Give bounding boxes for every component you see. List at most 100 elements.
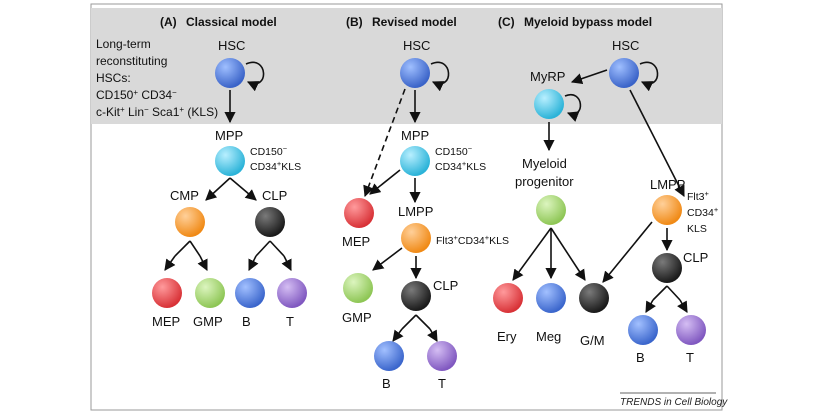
c-myrp-cell	[534, 89, 564, 119]
c-clp-to-t-arrow	[677, 299, 688, 313]
b-lmpp-marker: Flt3+CD34+KLS	[436, 233, 509, 248]
b-mpp-to-mep-arrow	[369, 169, 401, 195]
b-mep-label: MEP	[342, 234, 370, 249]
c-lmpp-cell	[652, 195, 682, 225]
a-clp-cell	[255, 207, 285, 237]
b-lmpp-label: LMPP	[398, 204, 433, 219]
c-lmpp-marker-line1: Flt3+	[687, 189, 710, 204]
c-clp-branch-left	[652, 285, 668, 301]
a-b-cell	[235, 278, 265, 308]
b-mpp-marker-line2: CD34+KLS	[435, 159, 486, 174]
panel-b-title: Revised model	[372, 15, 457, 29]
b-mep-cell	[344, 198, 374, 228]
a-mep-label: MEP	[152, 314, 180, 329]
c-hsc-self-renew-arrow	[639, 61, 659, 92]
c-t-label: T	[686, 350, 694, 365]
a-cmp-branch-left	[174, 240, 191, 257]
panel-a-title: Classical model	[186, 15, 277, 29]
b-mpp-marker-line1: CD150−	[435, 144, 473, 159]
c-t-cell	[676, 315, 706, 345]
c-b-label: B	[636, 350, 645, 365]
c-myeloid-cell	[536, 195, 566, 225]
c-clp-branch-right	[666, 285, 681, 301]
c-myrp-self-renew-arrow	[564, 93, 582, 122]
journal-credit: TRENDS in Cell Biology	[620, 397, 728, 408]
a-cmp-label: CMP	[170, 188, 199, 203]
a-hsc-cell	[215, 58, 245, 88]
a-mpp-to-clp-arrow	[229, 177, 257, 201]
a-mep-cell	[152, 278, 182, 308]
c-lmpp-marker-line3: KLS	[687, 223, 707, 235]
b-gmp-label: GMP	[342, 310, 372, 325]
b-b-label: B	[382, 376, 391, 391]
c-myeloid-to-gm-arrow	[550, 227, 586, 281]
a-mpp-label: MPP	[215, 128, 243, 143]
c-myeloid-label-line2: progenitor	[515, 174, 574, 189]
c-ery-cell	[493, 283, 523, 313]
b-clp-cell	[401, 281, 431, 311]
a-clp-label: CLP	[262, 188, 287, 203]
b-t-cell	[427, 341, 457, 371]
a-mpp-marker-line2: CD34+KLS	[250, 159, 301, 174]
a-mpp-cell	[215, 146, 245, 176]
b-hsc-cell	[400, 58, 430, 88]
b-clp-branch-right	[415, 314, 431, 330]
c-hsc-cell	[609, 58, 639, 88]
b-clp-to-b-arrow	[392, 328, 404, 342]
lt-hsc-line5: c-Kit+ Lin− Sca1+ (KLS)	[96, 105, 218, 120]
b-hsc-to-mep-dashed-arrow	[363, 88, 406, 198]
b-clp-branch-left	[401, 314, 417, 330]
c-hsc-to-lmpp-arrow	[629, 89, 685, 197]
b-clp-label: CLP	[433, 278, 458, 293]
lt-hsc-line3: HSCs:	[96, 71, 131, 85]
b-mpp-label: MPP	[401, 128, 429, 143]
b-mpp-cell	[400, 146, 430, 176]
lt-hsc-line4: CD150+ CD34−	[96, 88, 177, 103]
c-myeloid-to-ery-arrow	[512, 227, 552, 281]
c-clp-label: CLP	[683, 250, 708, 265]
panel-c: HSC MyRP Myeloid progenitor LMPP Flt3+ C…	[493, 38, 719, 365]
panel-a-letter: (A)	[160, 15, 177, 29]
lt-hsc-line2: reconstituting	[96, 54, 167, 68]
b-b-cell	[374, 341, 404, 371]
c-clp-to-b-arrow	[645, 299, 656, 313]
c-gm-label: G/M	[580, 333, 605, 348]
panel-c-letter: (C)	[498, 15, 515, 29]
a-mpp-to-cmp-arrow	[205, 177, 231, 201]
a-clp-to-t-arrow	[281, 255, 292, 272]
lt-hsc-line1: Long-term	[96, 37, 151, 51]
a-hsc-self-renew-arrow	[245, 61, 265, 92]
c-lmpp-marker-line2: CD34+	[687, 205, 719, 220]
c-hsc-to-myrp-arrow	[570, 69, 608, 85]
a-cmp-to-mep-arrow	[164, 255, 176, 271]
a-gmp-cell	[195, 278, 225, 308]
b-clp-to-t-arrow	[427, 328, 438, 342]
panel-a: HSC MPP CD150− CD34+KLS CMP CLP MEP GMP …	[152, 38, 307, 329]
c-ery-label: Ery	[497, 329, 517, 344]
c-gm-cell	[579, 283, 609, 313]
b-lmpp-to-gmp-arrow	[372, 247, 403, 271]
a-clp-branch-left	[255, 240, 271, 257]
b-lmpp-cell	[401, 223, 431, 253]
a-b-label: B	[242, 314, 251, 329]
c-myrp-label: MyRP	[530, 69, 565, 84]
a-clp-branch-right	[269, 240, 285, 257]
a-t-cell	[277, 278, 307, 308]
b-hsc-self-renew-arrow	[430, 61, 450, 92]
c-lmpp-label: LMPP	[650, 177, 685, 192]
c-lmpp-to-gm-arrow	[602, 221, 653, 283]
c-b-cell	[628, 315, 658, 345]
b-t-label: T	[438, 376, 446, 391]
c-clp-cell	[652, 253, 682, 283]
a-cmp-cell	[175, 207, 205, 237]
a-t-label: T	[286, 314, 294, 329]
panel-b: HSC MPP CD150− CD34+KLS MEP LMPP Flt3+CD…	[342, 38, 509, 391]
a-gmp-label: GMP	[193, 314, 223, 329]
a-cmp-branch-right	[189, 240, 201, 257]
c-myeloid-label-line1: Myeloid	[522, 156, 567, 171]
a-hsc-label: HSC	[218, 38, 245, 53]
c-meg-cell	[536, 283, 566, 313]
b-hsc-label: HSC	[403, 38, 430, 53]
